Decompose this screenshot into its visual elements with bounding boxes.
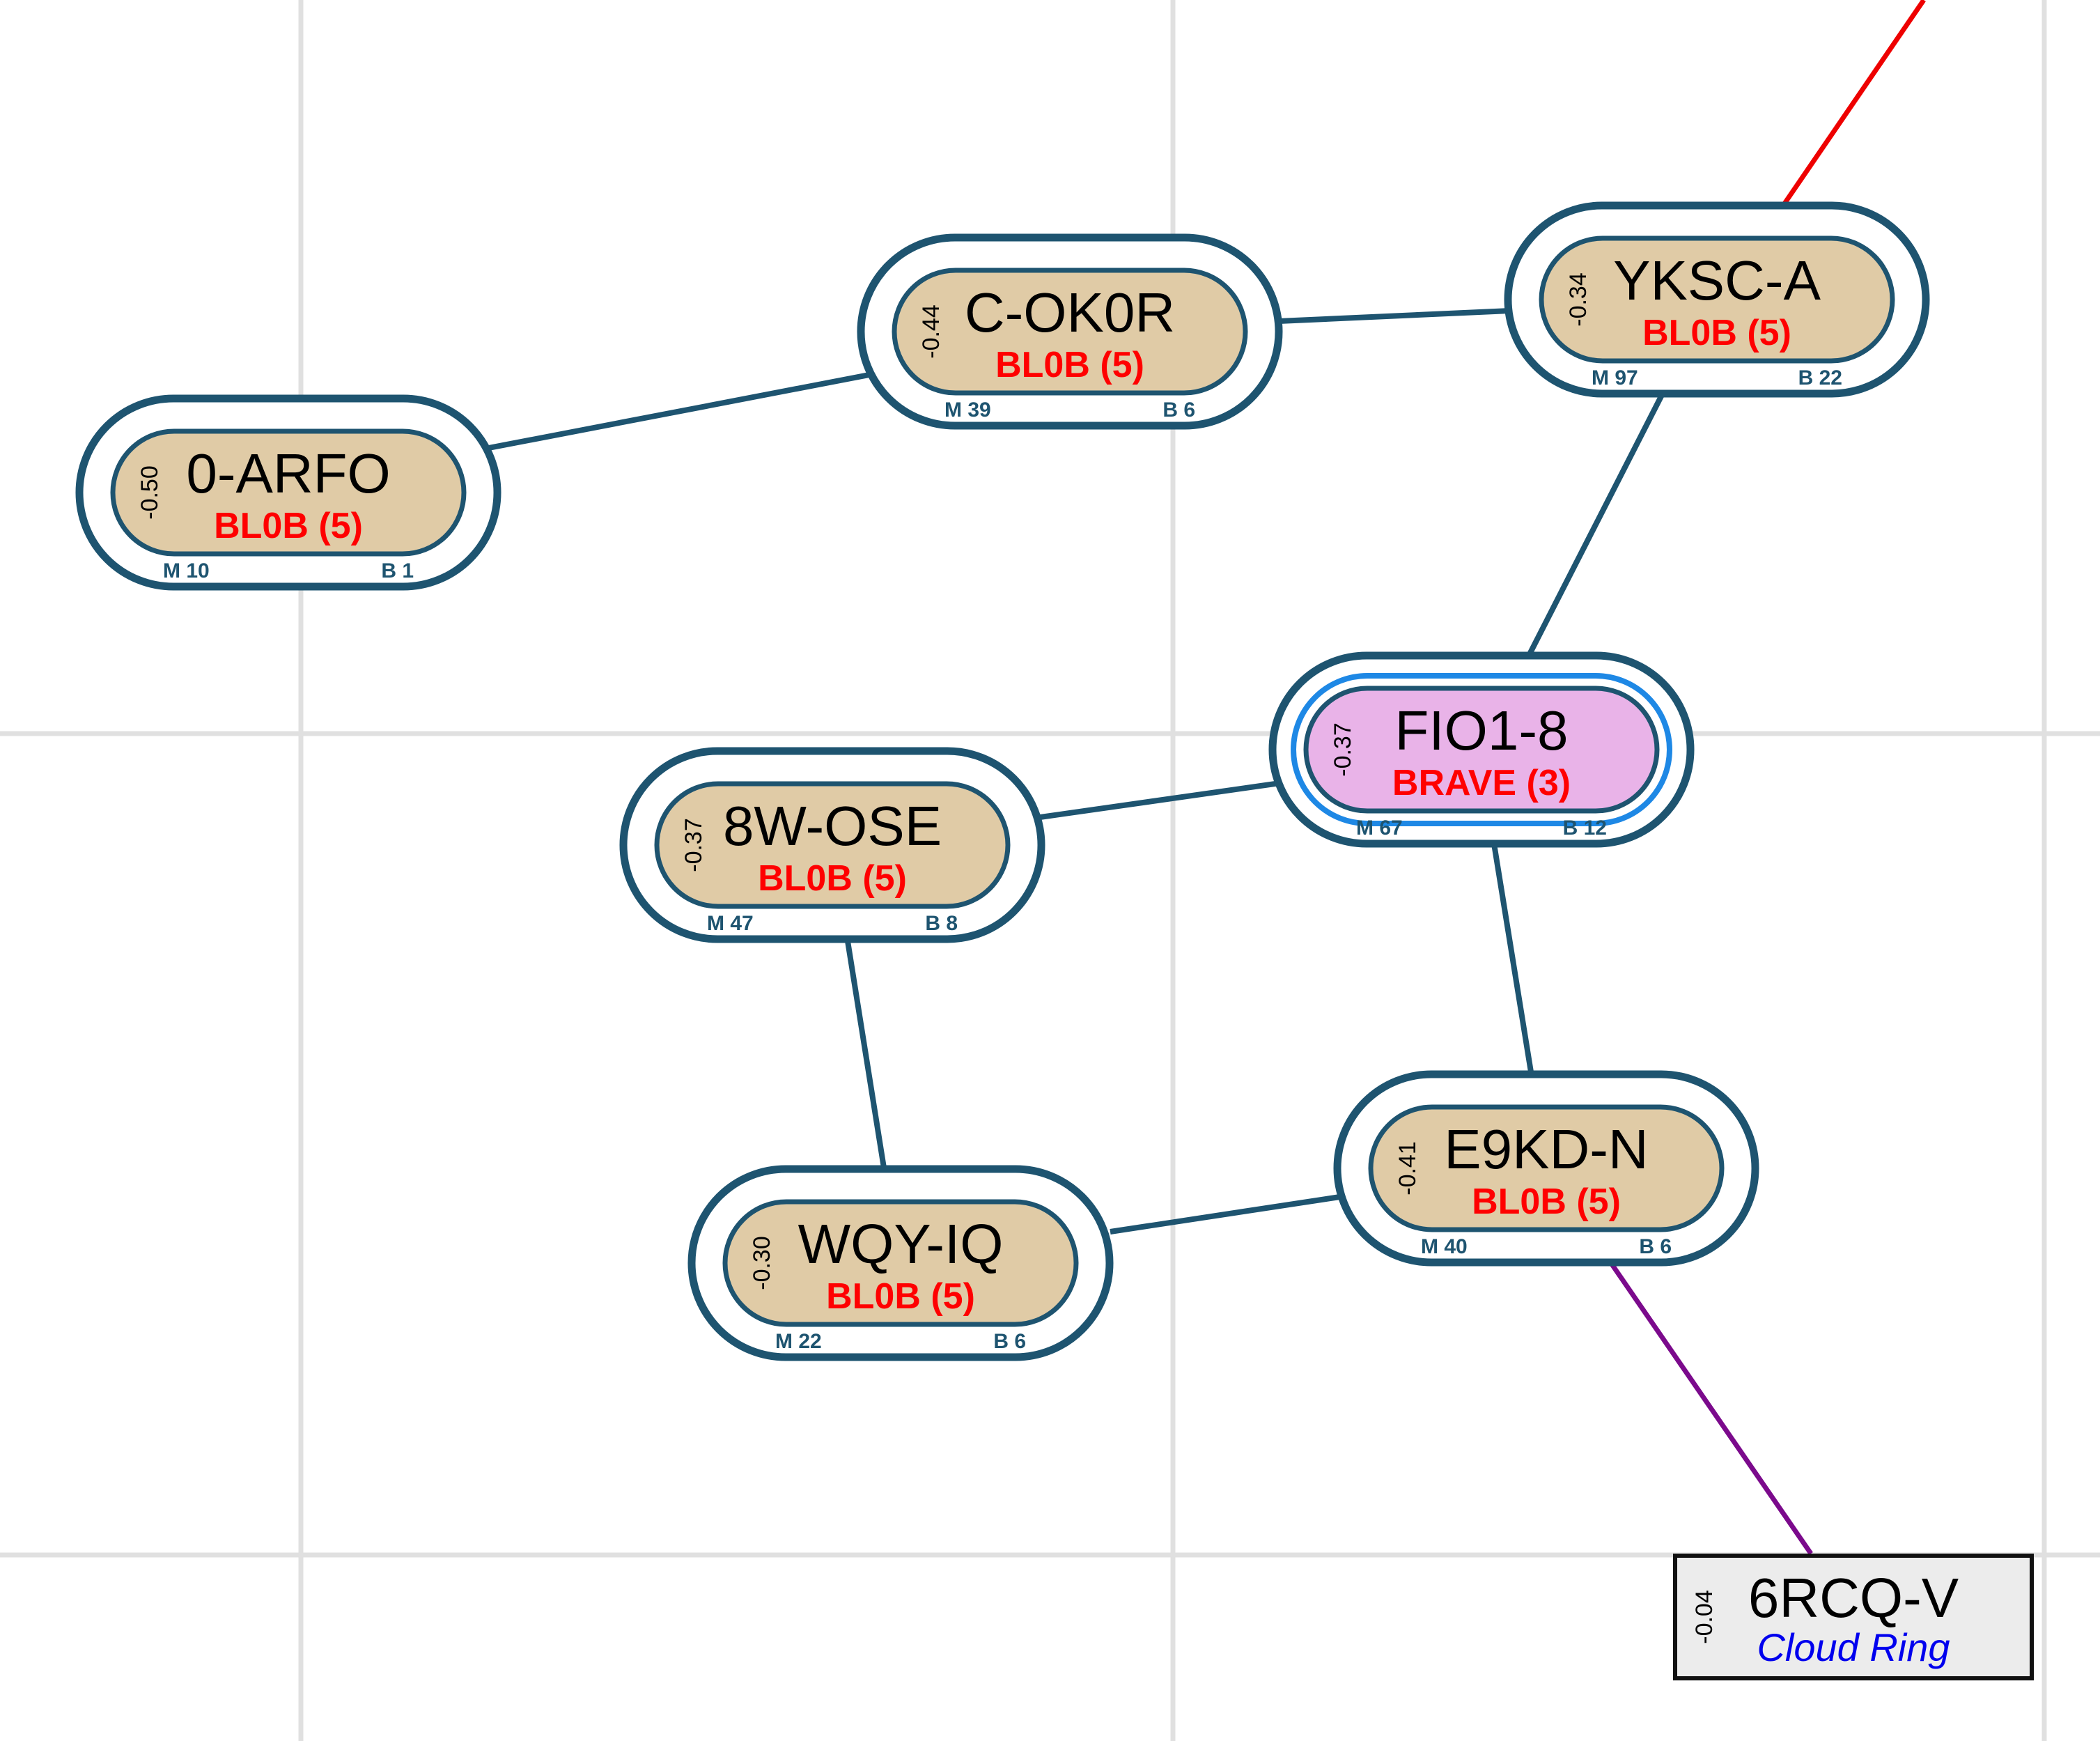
system-node-0-arfo[interactable]: 0-ARFO BL0B (5) -0.50 M 10 B 1 bbox=[75, 394, 501, 591]
alliance-label: BRAVE (3) bbox=[1392, 763, 1571, 803]
security-status: -0.50 bbox=[137, 465, 163, 520]
edge-ykscA-fio18 bbox=[1510, 358, 1683, 688]
b-count: B 1 bbox=[381, 559, 414, 582]
edge-fio18-8wose bbox=[1005, 776, 1310, 825]
node-pill bbox=[1539, 235, 1895, 364]
m-count: M 40 bbox=[1421, 1235, 1468, 1258]
security-status: -0.44 bbox=[918, 304, 944, 359]
system-node-yksc-a[interactable]: YKSC-A BL0B (5) -0.34 M 97 B 22 bbox=[1504, 201, 1930, 398]
node-pill bbox=[654, 781, 1011, 909]
edge-8wose-wqyiq bbox=[840, 910, 892, 1199]
m-count: M 47 bbox=[707, 912, 754, 935]
node-pill bbox=[1303, 686, 1660, 814]
system-name: 6RCQ-V bbox=[1748, 1567, 1959, 1629]
alliance-label: BL0B (5) bbox=[1472, 1182, 1621, 1222]
security-status: -0.30 bbox=[749, 1236, 775, 1290]
system-name: E9KD-N bbox=[1444, 1118, 1648, 1180]
node-pill bbox=[1368, 1104, 1725, 1232]
node-highlight-ring bbox=[1291, 673, 1672, 826]
security-status: -0.41 bbox=[1394, 1141, 1421, 1196]
edge-ykscA-offscreen bbox=[1761, 0, 1926, 235]
b-count: B 12 bbox=[1563, 817, 1607, 839]
edge-fio18-e9kdn bbox=[1486, 813, 1539, 1107]
m-count: M 67 bbox=[1356, 817, 1403, 839]
jump-connections bbox=[459, 0, 1926, 1555]
system-node-wqy-iq[interactable]: WQY-IQ BL0B (5) -0.30 M 22 B 6 bbox=[687, 1165, 1114, 1361]
m-count: M 22 bbox=[775, 1330, 822, 1353]
node-pill bbox=[110, 428, 467, 557]
system-name: 8W-OSE bbox=[723, 795, 942, 857]
b-count: B 6 bbox=[1639, 1235, 1672, 1258]
m-count: M 97 bbox=[1592, 366, 1638, 389]
external-node-box bbox=[1673, 1554, 2034, 1680]
node-pill bbox=[722, 1199, 1079, 1327]
system-name: C-OK0R bbox=[965, 281, 1175, 343]
region-label: Cloud Ring bbox=[1757, 1625, 1950, 1669]
m-count: M 39 bbox=[944, 399, 991, 421]
alliance-label: BL0B (5) bbox=[214, 506, 363, 546]
system-node-fio1-8[interactable]: FIO1-8 BRAVE (3) -0.37 M 67 B 12 bbox=[1268, 651, 1695, 848]
system-name: WQY-IQ bbox=[798, 1213, 1004, 1275]
alliance-label: BL0B (5) bbox=[758, 858, 907, 899]
edge-cok0r-ykscA bbox=[1278, 307, 1541, 324]
external-system-6rcq-v[interactable]: 6RCQ-V Cloud Ring -0.04 bbox=[1673, 1554, 2034, 1680]
edge-wqyiq-e9kdn bbox=[1110, 1193, 1350, 1235]
system-name: FIO1-8 bbox=[1395, 699, 1569, 761]
security-status: -0.34 bbox=[1565, 272, 1592, 327]
system-node-e9kd-n[interactable]: E9KD-N BL0B (5) -0.41 M 40 B 6 bbox=[1333, 1070, 1759, 1267]
edge-0arfo-cok0r bbox=[459, 365, 906, 456]
security-status: -0.37 bbox=[1330, 722, 1356, 777]
edge-e9kdn-6rcqv bbox=[1587, 1230, 1813, 1555]
b-count: B 6 bbox=[1162, 399, 1195, 421]
alliance-label: BL0B (5) bbox=[826, 1276, 975, 1317]
alliance-label: BL0B (5) bbox=[1642, 313, 1791, 353]
system-name: YKSC-A bbox=[1613, 249, 1821, 311]
alliance-label: BL0B (5) bbox=[995, 345, 1144, 385]
system-name: 0-ARFO bbox=[186, 442, 390, 504]
b-count: B 8 bbox=[925, 912, 958, 935]
system-node-8w-ose[interactable]: 8W-OSE BL0B (5) -0.37 M 47 B 8 bbox=[619, 747, 1045, 943]
security-status: -0.37 bbox=[680, 818, 707, 872]
b-count: B 22 bbox=[1798, 366, 1842, 389]
node-pill bbox=[892, 268, 1248, 396]
b-count: B 6 bbox=[993, 1330, 1026, 1353]
security-status: -0.04 bbox=[1691, 1590, 1718, 1644]
system-node-c-ok0r[interactable]: C-OK0R BL0B (5) -0.44 M 39 B 6 bbox=[857, 233, 1283, 430]
m-count: M 10 bbox=[163, 559, 210, 582]
